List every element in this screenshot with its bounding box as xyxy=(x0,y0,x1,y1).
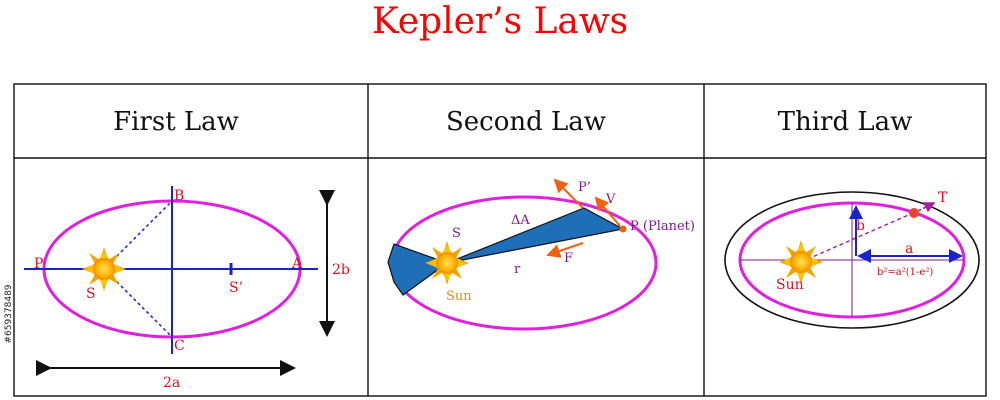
first-law-diagram: P A B C S S’ 2a 2b xyxy=(24,186,350,391)
header-first-law: First Law xyxy=(113,107,239,137)
velocity-arrow-v xyxy=(594,196,621,227)
formula: b²=a²(1-e²) xyxy=(877,267,933,278)
focus-to-b-line xyxy=(103,200,173,270)
sun-icon-second xyxy=(425,241,469,285)
label-delta-a: ΔA xyxy=(511,213,530,228)
second-law-diagram: S Sun ΔA P’ V P (Planet) F r xyxy=(387,178,695,331)
planet-dot-third xyxy=(909,208,919,218)
label-r: r xyxy=(514,262,521,277)
header-third-law: Third Law xyxy=(778,107,913,137)
label-a: A xyxy=(291,256,303,272)
label-sun-second: Sun xyxy=(446,289,472,304)
velocity-arrow-pprime xyxy=(553,178,584,209)
radius-dashed-line xyxy=(800,212,914,263)
label-sun-third: Sun xyxy=(776,277,804,293)
label-v: V xyxy=(605,192,616,207)
page-title: Kepler’s Laws xyxy=(371,1,629,42)
label-s-prime: S’ xyxy=(229,280,243,296)
label-planet: P (Planet) xyxy=(630,219,695,234)
sun-icon xyxy=(82,247,126,291)
label-t: T xyxy=(938,190,948,206)
focus-to-c-line xyxy=(103,268,173,338)
label-2a: 2a xyxy=(163,375,180,391)
swept-area-left xyxy=(387,243,449,296)
label-f: F xyxy=(564,251,573,266)
label-b: B xyxy=(174,188,184,204)
label-s: S xyxy=(86,286,96,302)
label-2b: 2b xyxy=(332,262,350,278)
tangent-arrow xyxy=(913,202,936,214)
outer-orbit xyxy=(724,191,980,329)
label-p: P xyxy=(34,256,43,272)
planet-dot xyxy=(619,225,627,233)
label-c: C xyxy=(174,338,185,354)
third-law-diagram: T b a Sun b²=a²(1-e²) xyxy=(724,190,980,329)
label-s-second: S xyxy=(452,226,461,241)
table-grid xyxy=(13,83,987,397)
label-b-third: b xyxy=(856,218,865,234)
header-second-law: Second Law xyxy=(446,107,606,137)
swept-area-right xyxy=(446,207,625,264)
force-arrow-f xyxy=(546,242,584,258)
label-p-prime: P’ xyxy=(578,180,591,195)
label-a-third: a xyxy=(905,241,913,257)
